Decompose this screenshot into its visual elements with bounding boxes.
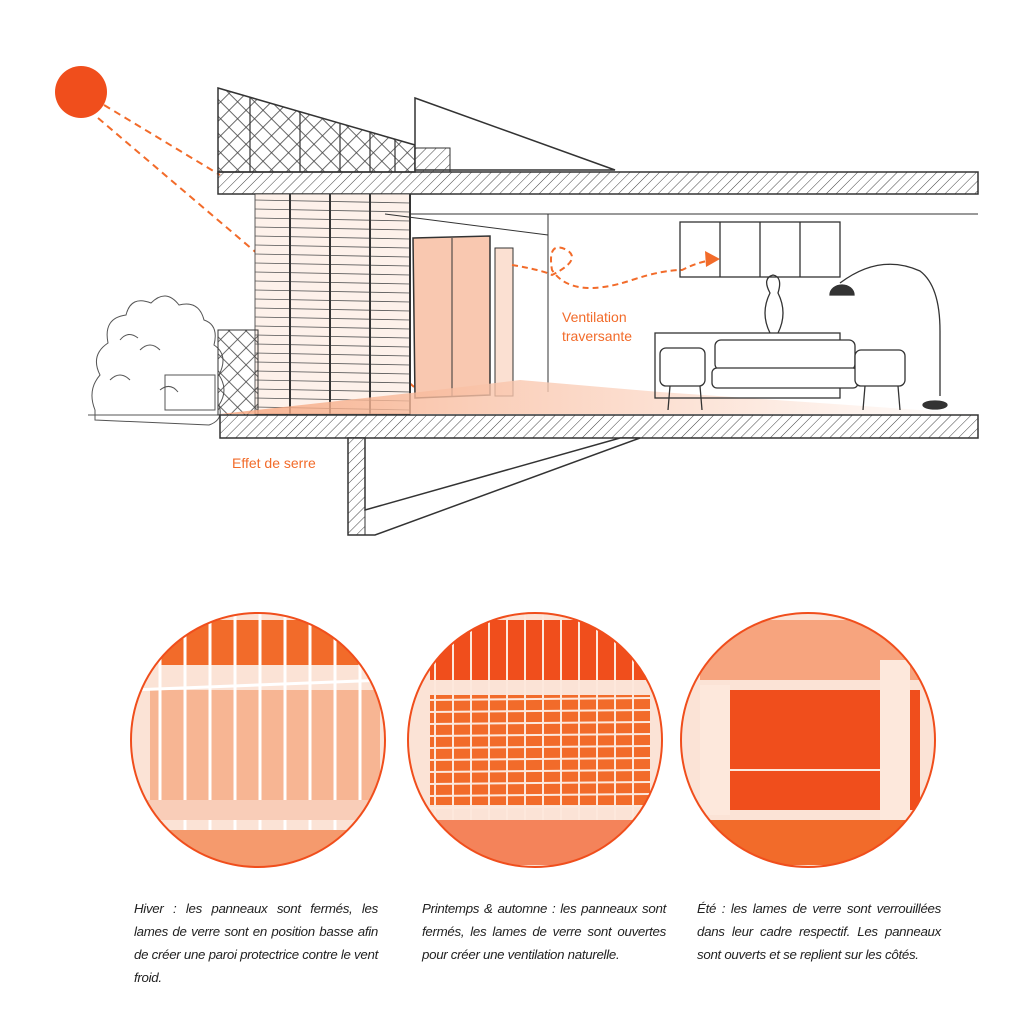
ventilation-arrow bbox=[511, 246, 718, 289]
line-stroke bbox=[254, 352, 411, 357]
line-stroke bbox=[429, 733, 651, 737]
label-line: Ventilation bbox=[562, 309, 627, 325]
line-stroke bbox=[254, 325, 411, 330]
line-stroke bbox=[254, 361, 411, 366]
line-stroke bbox=[254, 289, 411, 294]
interior-furniture bbox=[654, 221, 948, 411]
line-stroke bbox=[429, 709, 651, 713]
glass-louver-facade bbox=[254, 193, 411, 415]
line-stroke bbox=[429, 745, 651, 749]
line-stroke bbox=[254, 253, 411, 258]
spring-autumn-caption: Printemps & automne : les panneaux sont … bbox=[422, 901, 666, 962]
line-stroke bbox=[254, 307, 411, 312]
line-stroke bbox=[254, 244, 411, 249]
spring-autumn-view bbox=[407, 612, 663, 868]
line-stroke bbox=[254, 235, 411, 240]
floor-slab bbox=[219, 414, 979, 439]
line-stroke bbox=[131, 678, 385, 692]
line-stroke bbox=[254, 316, 411, 321]
line-stroke bbox=[254, 298, 411, 303]
greenhouse-effect-label: Effet de serre bbox=[232, 455, 316, 471]
line-stroke bbox=[254, 208, 411, 213]
line-stroke bbox=[254, 271, 411, 276]
line-stroke bbox=[429, 697, 651, 701]
line-stroke bbox=[254, 370, 411, 375]
line-stroke bbox=[254, 226, 411, 231]
trees bbox=[88, 295, 225, 426]
roof-slab bbox=[217, 171, 979, 195]
winter-view bbox=[130, 612, 386, 868]
summer-view bbox=[680, 612, 936, 868]
summer-caption: Été : les lames de verre sont verrouillé… bbox=[697, 901, 941, 962]
cross-ventilation-label: Ventilation traversante bbox=[562, 308, 632, 346]
line-stroke bbox=[429, 757, 651, 761]
sun-icon bbox=[55, 66, 107, 118]
line-stroke bbox=[429, 769, 651, 773]
line-stroke bbox=[254, 280, 411, 285]
line-stroke bbox=[429, 721, 651, 725]
label-line: traversante bbox=[562, 328, 633, 344]
line-stroke bbox=[254, 217, 411, 222]
line-stroke bbox=[429, 793, 651, 797]
winter-caption: Hiver : les panneaux sont fermés, les la… bbox=[134, 901, 378, 985]
line-stroke bbox=[429, 781, 651, 785]
line-stroke bbox=[254, 199, 411, 204]
line-stroke bbox=[254, 379, 411, 384]
line-stroke bbox=[254, 388, 411, 393]
line-stroke bbox=[254, 262, 411, 267]
line-stroke bbox=[429, 805, 651, 809]
line-stroke bbox=[254, 334, 411, 339]
line-stroke bbox=[254, 343, 411, 348]
